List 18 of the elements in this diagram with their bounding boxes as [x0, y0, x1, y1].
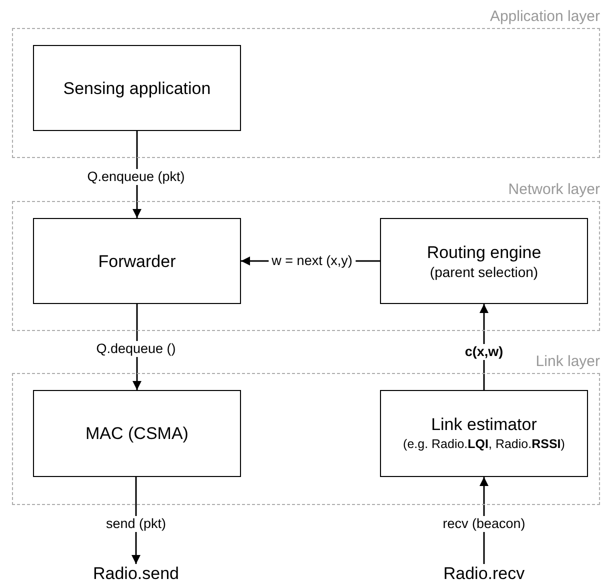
box-title: Link estimator [431, 414, 537, 435]
endpoint-label: Radio.send [86, 564, 186, 584]
box-title: Routing engine [426, 242, 542, 262]
layer-label: Network layer [508, 181, 600, 199]
process-box [33, 45, 241, 131]
box-title: Forwarder [98, 250, 176, 272]
process-box [380, 218, 588, 304]
process-box [33, 390, 241, 477]
process-box [33, 218, 241, 304]
box-subtitle: (parent selection) [430, 262, 538, 280]
box-title: Sensing application [63, 78, 211, 98]
layer-label: Link layer [536, 353, 600, 371]
endpoint-label: Radio.recv [434, 564, 534, 584]
edge-label: w = next (x,y) [268, 253, 356, 269]
process-box [380, 390, 588, 477]
layer-label: Application layer [490, 8, 600, 26]
box-subtitle: (e.g. Radio.LQI, Radio.RSSI) [403, 436, 565, 453]
box-title: MAC (CSMA) [86, 423, 188, 444]
